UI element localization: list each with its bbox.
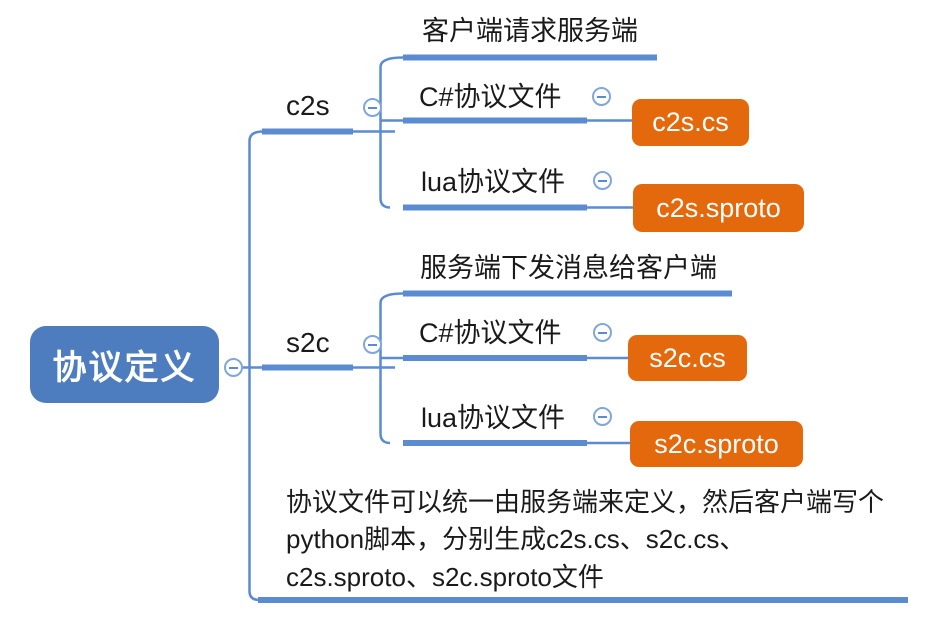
s2c-csharp-collapse-toggle-icon[interactable] <box>593 323 612 342</box>
c2s-csharp-collapse-toggle-icon[interactable] <box>592 87 611 106</box>
note-line: python脚本，分别生成c2s.cs、s2c.cs、 <box>286 524 746 555</box>
c2s-lua-collapse-toggle-icon[interactable] <box>593 171 612 190</box>
minus-icon <box>598 331 607 334</box>
topic-c2s-csharp-file[interactable]: C#协议文件 <box>419 82 562 112</box>
note-line: c2s.sproto、s2c.sproto文件 <box>286 561 604 592</box>
topic-s2c-description[interactable]: 服务端下发消息给客户端 <box>420 253 717 283</box>
root-collapse-toggle-icon[interactable] <box>224 358 243 377</box>
trunk-line <box>248 130 264 602</box>
s2c-collapse-toggle-icon[interactable] <box>363 335 382 354</box>
file-node-c2s-sproto[interactable]: c2s.sproto <box>633 184 804 232</box>
note-topic[interactable]: 协议文件可以统一由服务端来定义，然后客户端写个 python脚本，分别生成c2s… <box>286 484 884 596</box>
minus-icon <box>368 343 377 346</box>
minus-icon <box>597 95 606 98</box>
minus-icon <box>368 106 377 109</box>
minus-icon <box>598 179 607 182</box>
thin-connectors <box>242 56 635 602</box>
s2c-lua-collapse-toggle-icon[interactable] <box>593 407 612 426</box>
minus-icon <box>229 366 238 369</box>
topic-c2s-description[interactable]: 客户端请求服务端 <box>422 16 638 46</box>
file-node-s2c-cs[interactable]: s2c.cs <box>628 335 747 381</box>
c2s-collapse-toggle-icon[interactable] <box>363 98 382 117</box>
note-line: 协议文件可以统一由服务端来定义，然后客户端写个 <box>286 487 885 517</box>
minus-icon <box>598 415 607 418</box>
topic-s2c-lua-file[interactable]: lua协议文件 <box>421 403 566 433</box>
file-node-s2c-sproto[interactable]: s2c.sproto <box>630 421 803 467</box>
topic-underlines <box>258 54 908 603</box>
topic-s2c-csharp-file[interactable]: C#协议文件 <box>419 318 562 348</box>
file-node-c2s-cs[interactable]: c2s.cs <box>632 99 749 146</box>
root-topic[interactable]: 协议定义 <box>30 326 219 403</box>
topic-c2s[interactable]: c2s <box>286 90 330 121</box>
topic-c2s-lua-file[interactable]: lua协议文件 <box>421 167 566 197</box>
topic-s2c[interactable]: s2c <box>286 327 330 358</box>
